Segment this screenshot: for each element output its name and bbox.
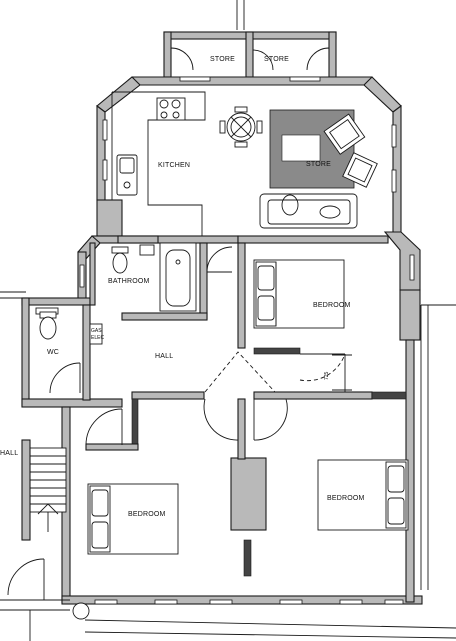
wc-fixtures [35, 307, 81, 394]
toilet-icon [111, 246, 129, 274]
sofa-icon [259, 193, 358, 229]
stairs-icon [21, 439, 67, 541]
bed-icon [87, 483, 179, 555]
label-bedroom-right: BEDROOM [327, 495, 365, 502]
sink-icon [116, 154, 138, 196]
toilet-icon [39, 311, 57, 340]
hall-arches [203, 351, 288, 441]
label-kitchen: KITCHEN [158, 162, 190, 169]
entry-door [0, 558, 70, 641]
bed-icon [253, 259, 345, 329]
label-bathroom: BATHROOM [108, 278, 150, 285]
label-store-lounge: STORE [306, 161, 331, 168]
label-store-left: STORE [210, 56, 235, 63]
label-gas: GAS [91, 328, 102, 334]
hall-door [85, 408, 123, 446]
label-wc: WC [47, 349, 59, 356]
dimension-opening: 725 [324, 371, 330, 380]
armchair-icon [323, 113, 366, 155]
label-elec: ELEC [91, 335, 104, 341]
hob-icon [156, 97, 186, 121]
kitchen-fixtures [111, 91, 206, 236]
basin-icon [139, 244, 155, 256]
door-swings-mid [299, 353, 352, 392]
bathroom-fixtures [111, 235, 233, 312]
store-walls [163, 31, 337, 78]
armchair-icon [342, 152, 378, 188]
bath-icon [159, 242, 197, 312]
bed-icon [317, 459, 409, 531]
label-hall: HALL [155, 353, 173, 360]
label-store-right: STORE [264, 56, 289, 63]
label-bedroom-mid: BEDROOM [313, 302, 351, 309]
lounge-furniture [259, 109, 378, 229]
drain-icon [72, 602, 90, 620]
label-hall-stair: HALL [0, 450, 18, 457]
dining-table-icon [219, 106, 263, 148]
label-bedroom-left: BEDROOM [128, 511, 166, 518]
interior-walls [82, 242, 407, 577]
windows [79, 76, 415, 605]
